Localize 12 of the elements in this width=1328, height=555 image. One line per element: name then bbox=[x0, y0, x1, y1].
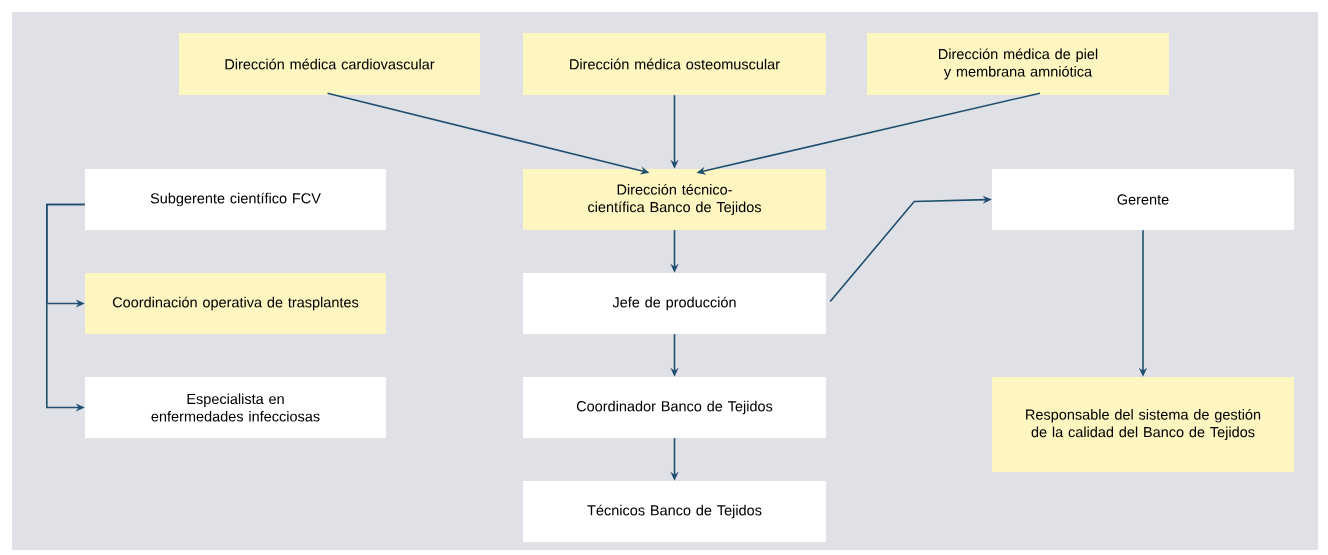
org-box: Técnicos Banco de Tejidos bbox=[523, 481, 826, 542]
org-box: Dirección técnico-científica Banco de Tejidos bbox=[523, 169, 826, 230]
org-box: Gerente bbox=[992, 169, 1294, 230]
org-box: Jefe de producción bbox=[523, 273, 826, 334]
org-box: Subgerente científico FCV bbox=[85, 169, 386, 230]
org-box: Especialista en enfermedades infecciosas bbox=[85, 377, 386, 438]
org-box: Coordinación operativa de trasplantes bbox=[85, 273, 386, 334]
org-box: Dirección médica osteomuscular bbox=[523, 33, 826, 95]
org-box: Dirección médica de piel y membrana amniótica bbox=[867, 33, 1169, 95]
org-box: Dirección médica cardiovascular bbox=[179, 33, 480, 95]
org-box: Responsable del sistema de gestión de la calidad del Banco de Tejidos bbox=[992, 377, 1294, 472]
org-box: Coordinador Banco de Tejidos bbox=[523, 377, 826, 438]
